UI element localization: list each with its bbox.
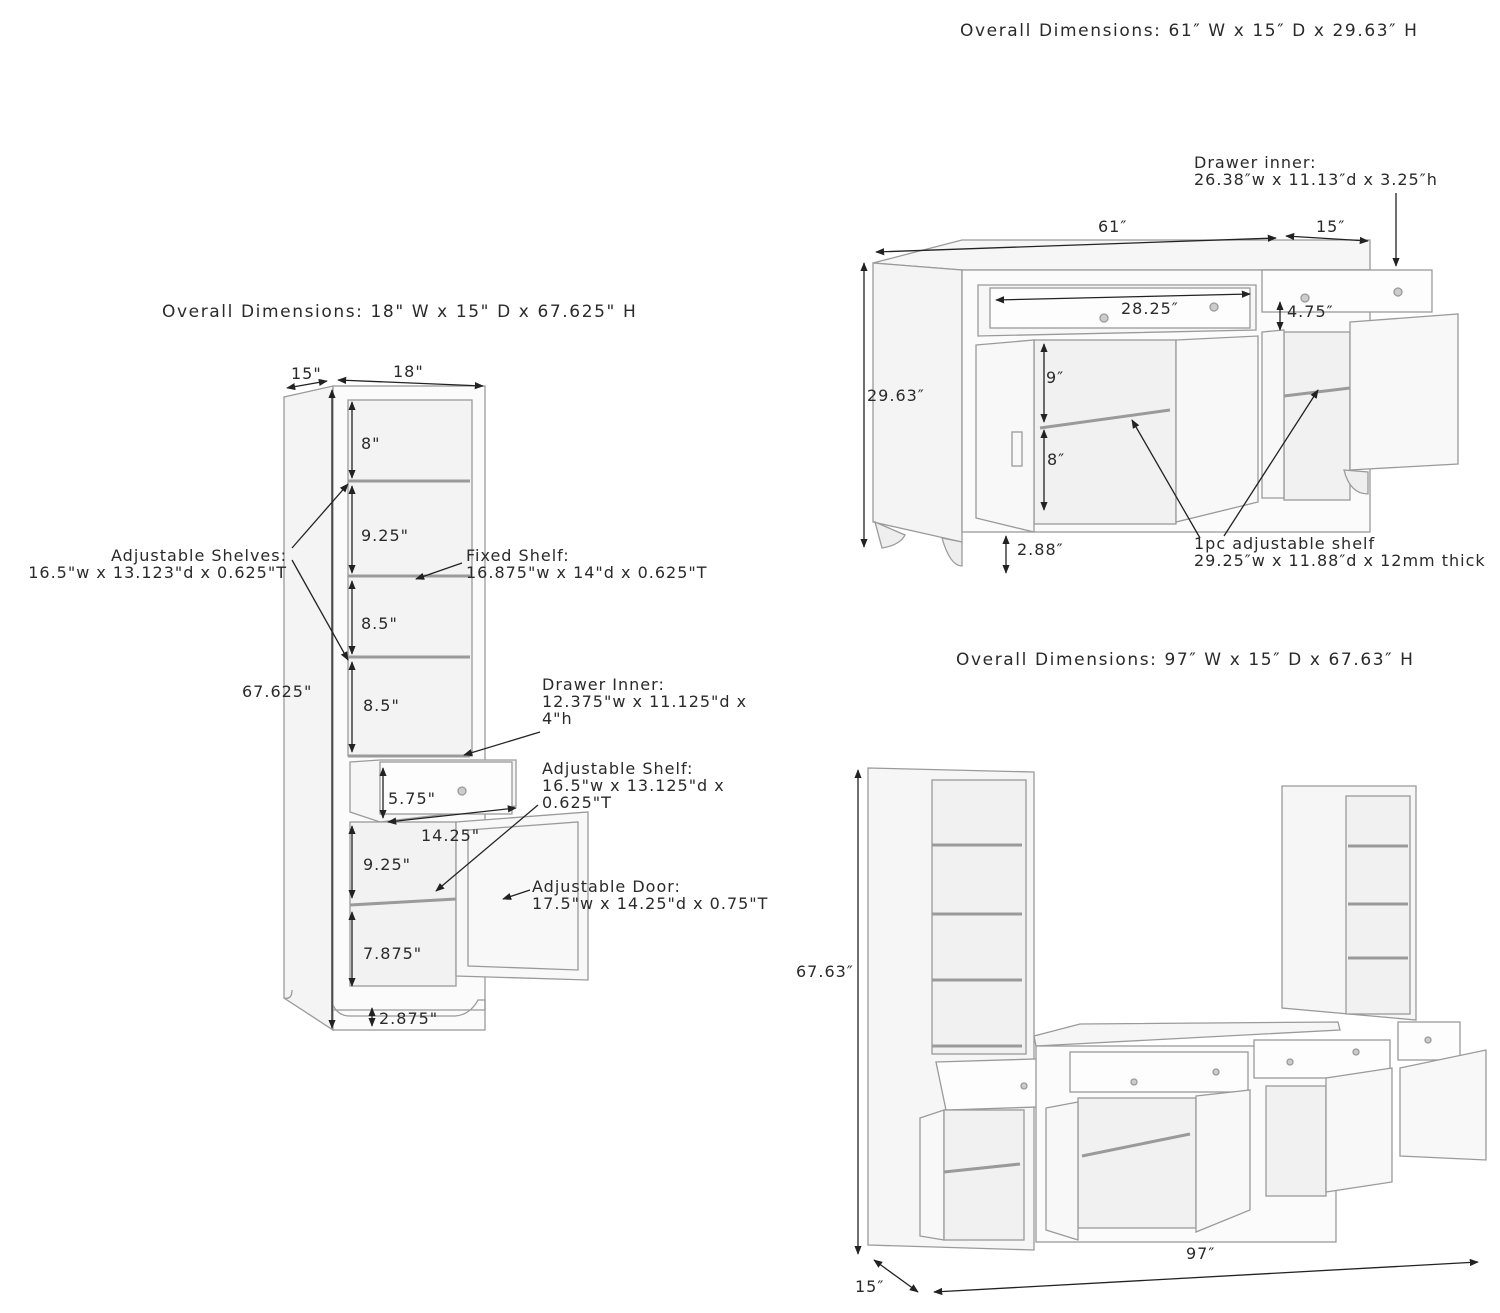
sideboard-dimension-lines bbox=[860, 193, 1400, 574]
pier-drawer-inner-title: Drawer Inner: bbox=[542, 675, 665, 694]
set-height-label: 67.63″ bbox=[796, 962, 854, 981]
sideboard-overall-dimensions: Overall Dimensions: 61″ W x 15″ D x 29.6… bbox=[960, 21, 1419, 41]
pier-dimension-lines bbox=[286, 376, 541, 1029]
adjustable-shelves-callout: Adjustable Shelves: 16.5"w x 13.123"d x … bbox=[0, 547, 287, 581]
pier-shelf-6-label: 7.875" bbox=[363, 944, 423, 963]
sideboard-shelf-callout: 1pc adjustable shelf 29.25″w x 11.88″d x… bbox=[1194, 535, 1486, 569]
sideboard-drawer-height-label: 4.75″ bbox=[1287, 302, 1334, 321]
adjustable-shelves-title: Adjustable Shelves: bbox=[111, 546, 287, 565]
entertainment-set-drawing bbox=[867, 767, 1487, 1251]
sideboard-drawer-inner-title: Drawer inner: bbox=[1194, 153, 1317, 172]
sideboard-drawing bbox=[872, 239, 1459, 567]
pier-shelf-4-label: 8.5" bbox=[363, 696, 400, 715]
sideboard-upper-space-label: 9″ bbox=[1046, 368, 1065, 387]
sideboard-depth-label: 15″ bbox=[1316, 217, 1346, 236]
set-depth-label: 15″ bbox=[855, 1277, 885, 1296]
pier-height-label: 67.625" bbox=[242, 682, 313, 701]
sideboard-leg-label: 2.88″ bbox=[1017, 540, 1064, 559]
set-overall-dimensions: Overall Dimensions: 97″ W x 15″ D x 67.6… bbox=[956, 650, 1415, 670]
sideboard-lower-space-label: 8″ bbox=[1047, 450, 1066, 469]
pier-drawer-inner-spec-1: 12.375"w x 11.125"d x bbox=[542, 692, 748, 711]
adjustable-shelf-spec-1: 16.5"w x 13.125"d x bbox=[542, 776, 725, 795]
fixed-shelf-title: Fixed Shelf: bbox=[466, 546, 570, 565]
set-dimension-lines bbox=[854, 769, 1479, 1296]
sideboard-drawer-width-label: 28.25″ bbox=[1121, 299, 1179, 318]
sideboard-height-label: 29.63″ bbox=[867, 386, 925, 405]
pier-shelf-3-label: 8.5" bbox=[361, 614, 398, 633]
fixed-shelf-callout: Fixed Shelf: 16.875"w x 14"d x 0.625"T bbox=[466, 547, 708, 581]
adjustable-shelf-spec-2: 0.625"T bbox=[542, 793, 612, 812]
pier-drawer-height-label: 5.75" bbox=[388, 789, 436, 808]
pier-drawer-inner-spec-2: 4"h bbox=[542, 709, 573, 728]
pier-leg-label: 2.875" bbox=[379, 1009, 439, 1028]
pier-drawer-width-label: 14.25" bbox=[421, 826, 481, 845]
pier-shelf-2-label: 9.25" bbox=[361, 526, 409, 545]
sideboard-drawer-inner-callout: Drawer inner: 26.38″w x 11.13″d x 3.25″h bbox=[1194, 154, 1438, 188]
pier-overall-dimensions: Overall Dimensions: 18" W x 15" D x 67.6… bbox=[162, 302, 638, 322]
pier-depth-label: 15" bbox=[291, 364, 322, 383]
pier-shelf-5-label: 9.25" bbox=[363, 855, 411, 874]
adjustable-shelves-spec: 16.5"w x 13.123"d x 0.625"T bbox=[28, 563, 287, 582]
sideboard-width-label: 61″ bbox=[1098, 217, 1128, 236]
adjustable-door-spec: 17.5"w x 14.25"d x 0.75"T bbox=[532, 894, 769, 913]
set-width-label: 97″ bbox=[1186, 1244, 1216, 1263]
pier-drawer-inner-callout: Drawer Inner: 12.375"w x 11.125"d x 4"h bbox=[542, 676, 747, 727]
pier-shelf-1-label: 8" bbox=[361, 434, 381, 453]
adjustable-door-callout: Adjustable Door: 17.5"w x 14.25"d x 0.75… bbox=[532, 878, 768, 912]
fixed-shelf-spec: 16.875"w x 14"d x 0.625"T bbox=[466, 563, 708, 582]
adjustable-door-title: Adjustable Door: bbox=[532, 877, 681, 896]
sideboard-drawer-inner-spec: 26.38″w x 11.13″d x 3.25″h bbox=[1194, 170, 1438, 189]
sideboard-shelf-spec: 29.25″w x 11.88″d x 12mm thick bbox=[1194, 551, 1486, 570]
adjustable-shelf-callout: Adjustable Shelf: 16.5"w x 13.125"d x 0.… bbox=[542, 760, 725, 811]
sideboard-shelf-title: 1pc adjustable shelf bbox=[1194, 534, 1376, 553]
pier-width-label: 18" bbox=[393, 362, 424, 381]
adjustable-shelf-title: Adjustable Shelf: bbox=[542, 759, 694, 778]
